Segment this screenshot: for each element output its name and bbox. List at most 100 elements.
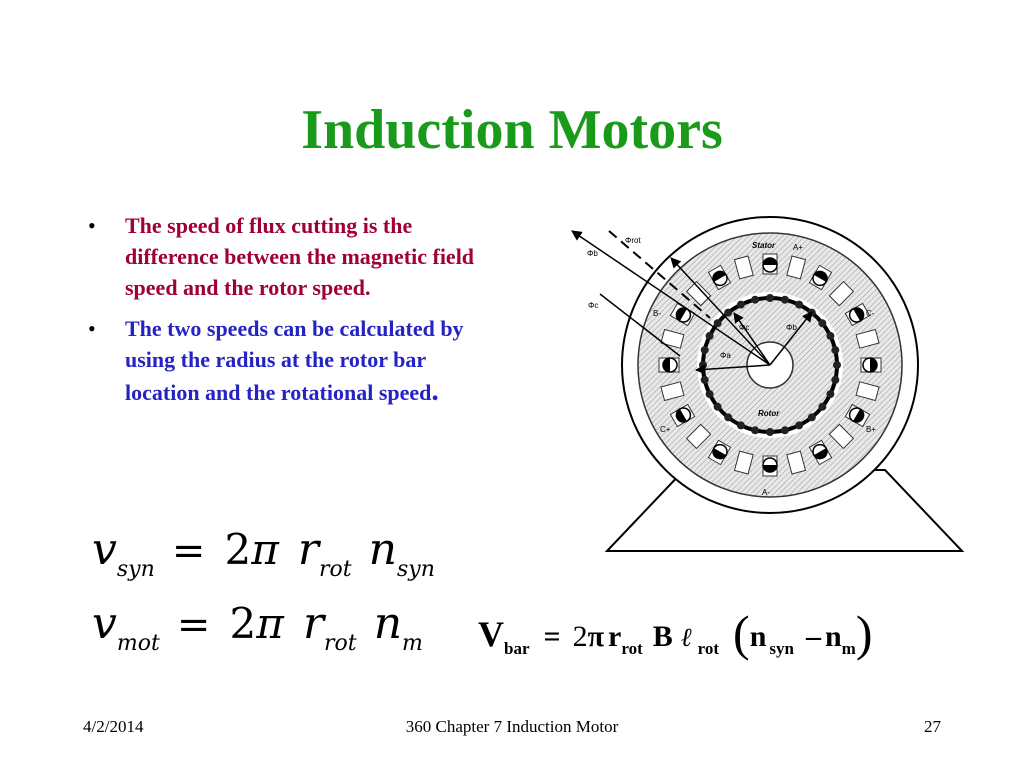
label-b-minus: B- bbox=[653, 309, 661, 318]
label-a-minus: A- bbox=[762, 488, 770, 497]
eq-sub: syn bbox=[116, 557, 155, 582]
rotor-bar bbox=[795, 300, 804, 309]
rotor-bar bbox=[736, 421, 745, 430]
eq-sub: syn bbox=[769, 639, 794, 658]
eq-minus: – bbox=[805, 620, 821, 653]
equation-vmot: vmot = 2π rrot nm bbox=[92, 598, 423, 656]
eq-sub: syn bbox=[396, 557, 435, 582]
footer-date: 4/2/2014 bbox=[83, 717, 144, 736]
eq-var: n bbox=[373, 598, 403, 649]
phi-c-arrow bbox=[599, 293, 681, 357]
stator-slot bbox=[685, 423, 712, 450]
phi-rot-arrow bbox=[670, 257, 771, 366]
rotor-bar bbox=[780, 295, 789, 304]
eq-coef: 2 bbox=[224, 525, 252, 574]
stator-slot bbox=[669, 403, 696, 428]
eq-var: n bbox=[368, 524, 397, 575]
eq-equals: = bbox=[543, 620, 561, 653]
label-phi-rot: Φrot bbox=[625, 236, 641, 245]
label-phi-c-outer: Φc bbox=[588, 301, 598, 310]
footer-title: 360 Chapter 7 Induction Motor bbox=[405, 717, 619, 736]
stator-slot bbox=[828, 423, 855, 450]
stator-slots bbox=[658, 253, 882, 477]
rotor-bar bbox=[751, 295, 760, 304]
eq-var: B bbox=[652, 620, 673, 653]
rotor-bar bbox=[724, 413, 733, 422]
eq-equals: = bbox=[171, 528, 206, 574]
label-c-minus: C- bbox=[866, 309, 875, 318]
bullet-marker: • bbox=[88, 213, 96, 238]
eq-var: v bbox=[92, 598, 117, 649]
phi-b-inner-arrow bbox=[769, 311, 813, 366]
eq-coef: 2 bbox=[572, 620, 588, 653]
bullet-marker: • bbox=[88, 316, 96, 341]
eq-sub: m bbox=[841, 639, 856, 658]
stator-slot bbox=[733, 255, 754, 280]
eq-sub: rot bbox=[318, 557, 352, 582]
rotor-bar bbox=[713, 402, 722, 411]
stator-slot bbox=[762, 455, 778, 477]
rotor-bar bbox=[705, 331, 714, 340]
rotor-bar bbox=[699, 361, 707, 369]
stator-slot bbox=[660, 328, 685, 349]
rotor-bar bbox=[780, 426, 789, 435]
eq-sub: m bbox=[402, 631, 423, 656]
label-b-plus: B+ bbox=[866, 425, 876, 434]
eq-var: V bbox=[478, 614, 504, 654]
label-phi-c-inner: Φc bbox=[739, 323, 749, 332]
rotor-bar bbox=[705, 390, 714, 399]
bullet-item: • The two speeds can be calculated by us… bbox=[88, 313, 498, 408]
stator-slot bbox=[658, 357, 680, 373]
bullet-item: • The speed of flux cutting is the diffe… bbox=[88, 210, 498, 303]
eq-paren: ( bbox=[733, 605, 750, 661]
label-c-plus: C+ bbox=[660, 425, 671, 434]
equation-vsyn: vsyn = 2π rrot nsyn bbox=[92, 524, 435, 582]
rotor-bar bbox=[831, 375, 840, 384]
rotor-bar bbox=[818, 319, 827, 328]
eq-var: r bbox=[297, 524, 319, 575]
eq-sub: bar bbox=[504, 639, 530, 658]
rotor-bar bbox=[831, 346, 840, 355]
eq-var: v bbox=[92, 524, 117, 575]
bullet-list: • The speed of flux cutting is the diffe… bbox=[88, 210, 498, 418]
stator-slot bbox=[855, 381, 880, 402]
phi-rot-dashed bbox=[608, 230, 711, 319]
rotor-bar bbox=[795, 421, 804, 430]
eq-sub: mot bbox=[116, 631, 160, 656]
stator-slot bbox=[828, 280, 855, 307]
eq-var: ℓ bbox=[680, 623, 692, 652]
eq-var: n bbox=[749, 620, 767, 653]
stator-slot bbox=[860, 357, 882, 373]
label-phi-b-inner: Φb bbox=[786, 323, 797, 332]
eq-pi: π bbox=[587, 620, 605, 653]
rotor-bar bbox=[700, 375, 709, 384]
eq-coef: 2 bbox=[229, 599, 257, 648]
label-rotor: Rotor bbox=[758, 409, 780, 418]
stator-slot bbox=[844, 302, 871, 327]
eq-pi: π bbox=[251, 525, 279, 574]
stator-slot bbox=[707, 439, 732, 466]
stator-slot bbox=[660, 381, 685, 402]
eq-paren: ) bbox=[855, 605, 873, 661]
phi-a-inner-arrow bbox=[694, 364, 771, 375]
stator-slot bbox=[669, 302, 696, 327]
rotor-bar bbox=[736, 300, 745, 309]
footer-page-number: 27 bbox=[924, 717, 941, 736]
stator-slot bbox=[707, 264, 732, 291]
rotor-bar bbox=[766, 294, 774, 302]
rotor-bar bbox=[826, 390, 835, 399]
induction-motor-diagram: Φrot Φb Φc Φc Φb Φa Stator Rotor A+ A- B… bbox=[571, 216, 965, 552]
label-phi-b-outer: Φb bbox=[587, 249, 598, 258]
label-stator: Stator bbox=[752, 241, 776, 250]
stator-slot bbox=[808, 264, 833, 291]
eq-var: r bbox=[608, 620, 622, 653]
label-a-plus: A+ bbox=[793, 243, 803, 252]
rotor-bar bbox=[807, 413, 816, 422]
eq-var: n bbox=[824, 620, 842, 653]
phi-b-arrow bbox=[571, 230, 771, 366]
slide-title: Induction Motors bbox=[301, 99, 723, 161]
bullet-period: . bbox=[431, 374, 439, 407]
rotor-bar bbox=[833, 361, 841, 369]
stator-slot bbox=[762, 253, 778, 275]
